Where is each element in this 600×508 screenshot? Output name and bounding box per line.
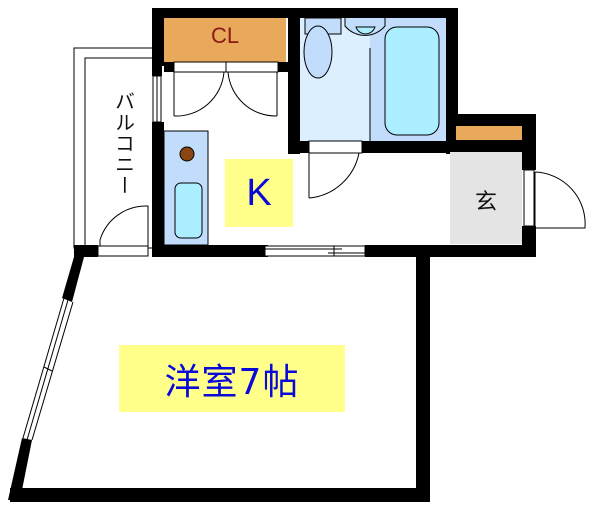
bathroom bbox=[288, 8, 458, 199]
entrance-label: 玄 bbox=[474, 190, 497, 215]
bathtub bbox=[384, 26, 440, 136]
closet-label: CL bbox=[210, 23, 240, 48]
sliding-door bbox=[264, 245, 366, 257]
entrance-floor bbox=[450, 152, 522, 244]
closet bbox=[152, 8, 298, 117]
balcony-door-opening bbox=[97, 245, 149, 257]
balcony-label: バルコニー bbox=[111, 90, 136, 196]
kitchen-sink bbox=[174, 182, 203, 239]
kitchen-counter bbox=[163, 130, 209, 246]
stove-burner bbox=[179, 146, 195, 162]
entrance-door-swing bbox=[534, 171, 586, 229]
shoe-cabinet bbox=[456, 126, 522, 140]
western-room bbox=[8, 245, 430, 502]
kitchen-label: K bbox=[225, 159, 293, 227]
toilet-bowl bbox=[303, 25, 333, 79]
western-room-label: 洋室7帖 bbox=[119, 345, 345, 412]
balcony-door-swing bbox=[99, 205, 149, 248]
bathroom-door-swing bbox=[308, 152, 360, 199]
